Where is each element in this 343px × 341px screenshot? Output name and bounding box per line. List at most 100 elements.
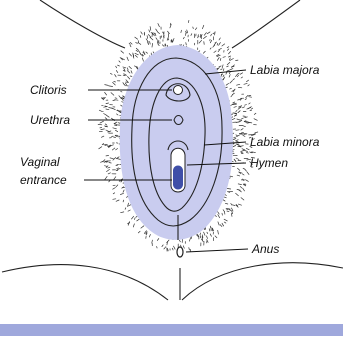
hair-stroke <box>242 107 244 108</box>
hair-stroke <box>227 189 230 190</box>
hair-stroke <box>227 49 228 51</box>
hair-stroke <box>233 103 236 104</box>
hair-stroke <box>247 172 249 175</box>
hair-stroke <box>135 218 136 220</box>
hair-stroke <box>99 110 101 111</box>
label-clitoris: Clitoris <box>30 83 67 97</box>
left-buttock-contour <box>2 265 168 300</box>
vaginal-canal-fill <box>173 166 183 190</box>
hair-stroke <box>222 44 225 46</box>
hair-stroke <box>128 210 130 211</box>
hair-stroke <box>150 27 151 31</box>
hair-stroke <box>203 51 205 53</box>
hair-stroke <box>138 231 140 233</box>
hair-stroke <box>241 198 244 200</box>
hair-stroke <box>198 35 199 36</box>
hair-stroke <box>121 105 123 106</box>
leader-anus <box>186 249 248 252</box>
hair-stroke <box>112 136 114 137</box>
hair-stroke <box>230 81 233 84</box>
hair-stroke <box>210 40 211 43</box>
hair-stroke <box>111 145 114 146</box>
hair-stroke <box>254 113 256 114</box>
hair-stroke <box>232 205 235 206</box>
hair-stroke <box>249 103 251 104</box>
hair-stroke <box>226 83 229 85</box>
hair-stroke <box>223 225 224 226</box>
hair-stroke <box>229 75 230 78</box>
hair-stroke <box>129 54 131 57</box>
hair-stroke <box>113 185 115 186</box>
hair-stroke <box>189 238 190 242</box>
hair-stroke <box>99 147 102 149</box>
hair-stroke <box>207 236 208 239</box>
hair-stroke <box>240 120 242 121</box>
hair-stroke <box>227 62 230 64</box>
hair-stroke <box>215 236 217 238</box>
hair-stroke <box>121 212 124 213</box>
hair-stroke <box>198 36 199 38</box>
hair-stroke <box>200 34 201 37</box>
hair-stroke <box>219 48 222 49</box>
hair-stroke <box>254 119 257 121</box>
hair-stroke <box>238 184 241 185</box>
bottom-color-band <box>0 324 343 336</box>
hair-stroke <box>232 93 234 95</box>
hair-stroke <box>186 43 187 45</box>
hair-stroke <box>108 173 110 174</box>
hair-stroke <box>136 50 138 51</box>
label-hymen: Hymen <box>250 156 288 170</box>
hair-stroke <box>215 216 217 217</box>
hair-stroke <box>202 25 203 28</box>
hair-stroke <box>123 200 124 202</box>
hair-stroke <box>113 199 116 200</box>
hair-stroke <box>111 93 114 96</box>
hair-stroke <box>109 86 113 87</box>
hair-stroke <box>141 226 144 228</box>
hair-stroke <box>162 245 163 247</box>
hair-stroke <box>247 108 251 110</box>
right-thigh-contour <box>232 0 300 48</box>
clitoris-shape <box>174 86 183 95</box>
hair-stroke <box>130 43 132 45</box>
hair-stroke <box>115 75 117 77</box>
hair-stroke <box>130 45 131 47</box>
hair-stroke <box>113 100 115 101</box>
hair-stroke <box>107 116 109 118</box>
hair-stroke <box>117 168 119 169</box>
hair-stroke <box>255 132 258 133</box>
hair-stroke <box>116 185 118 187</box>
hair-stroke <box>236 158 239 160</box>
hair-stroke <box>236 110 237 111</box>
hair-stroke <box>246 96 248 98</box>
hair-stroke <box>127 57 128 61</box>
hair-stroke <box>230 59 234 61</box>
hair-stroke <box>218 230 219 234</box>
hair-stroke <box>157 247 158 249</box>
hair-stroke <box>227 66 229 67</box>
hair-stroke <box>147 36 148 39</box>
hair-stroke <box>188 20 189 22</box>
hair-stroke <box>110 73 112 74</box>
hair-stroke <box>117 159 120 160</box>
hair-stroke <box>241 133 243 134</box>
hair-stroke <box>224 222 226 223</box>
hair-stroke <box>164 247 166 249</box>
hair-stroke <box>248 85 250 86</box>
hair-stroke <box>119 96 121 99</box>
hair-stroke <box>105 124 107 125</box>
hair-stroke <box>241 118 243 119</box>
hair-stroke <box>202 237 203 240</box>
hair-stroke <box>129 43 130 45</box>
hair-stroke <box>120 193 123 194</box>
hair-stroke <box>238 111 240 113</box>
hair-stroke <box>240 187 242 189</box>
hair-stroke <box>127 68 128 70</box>
hair-stroke <box>121 51 124 53</box>
hair-stroke <box>135 55 137 57</box>
hair-stroke <box>238 168 240 170</box>
hair-stroke <box>142 58 143 61</box>
hair-stroke <box>154 33 155 35</box>
hair-stroke <box>162 45 164 47</box>
